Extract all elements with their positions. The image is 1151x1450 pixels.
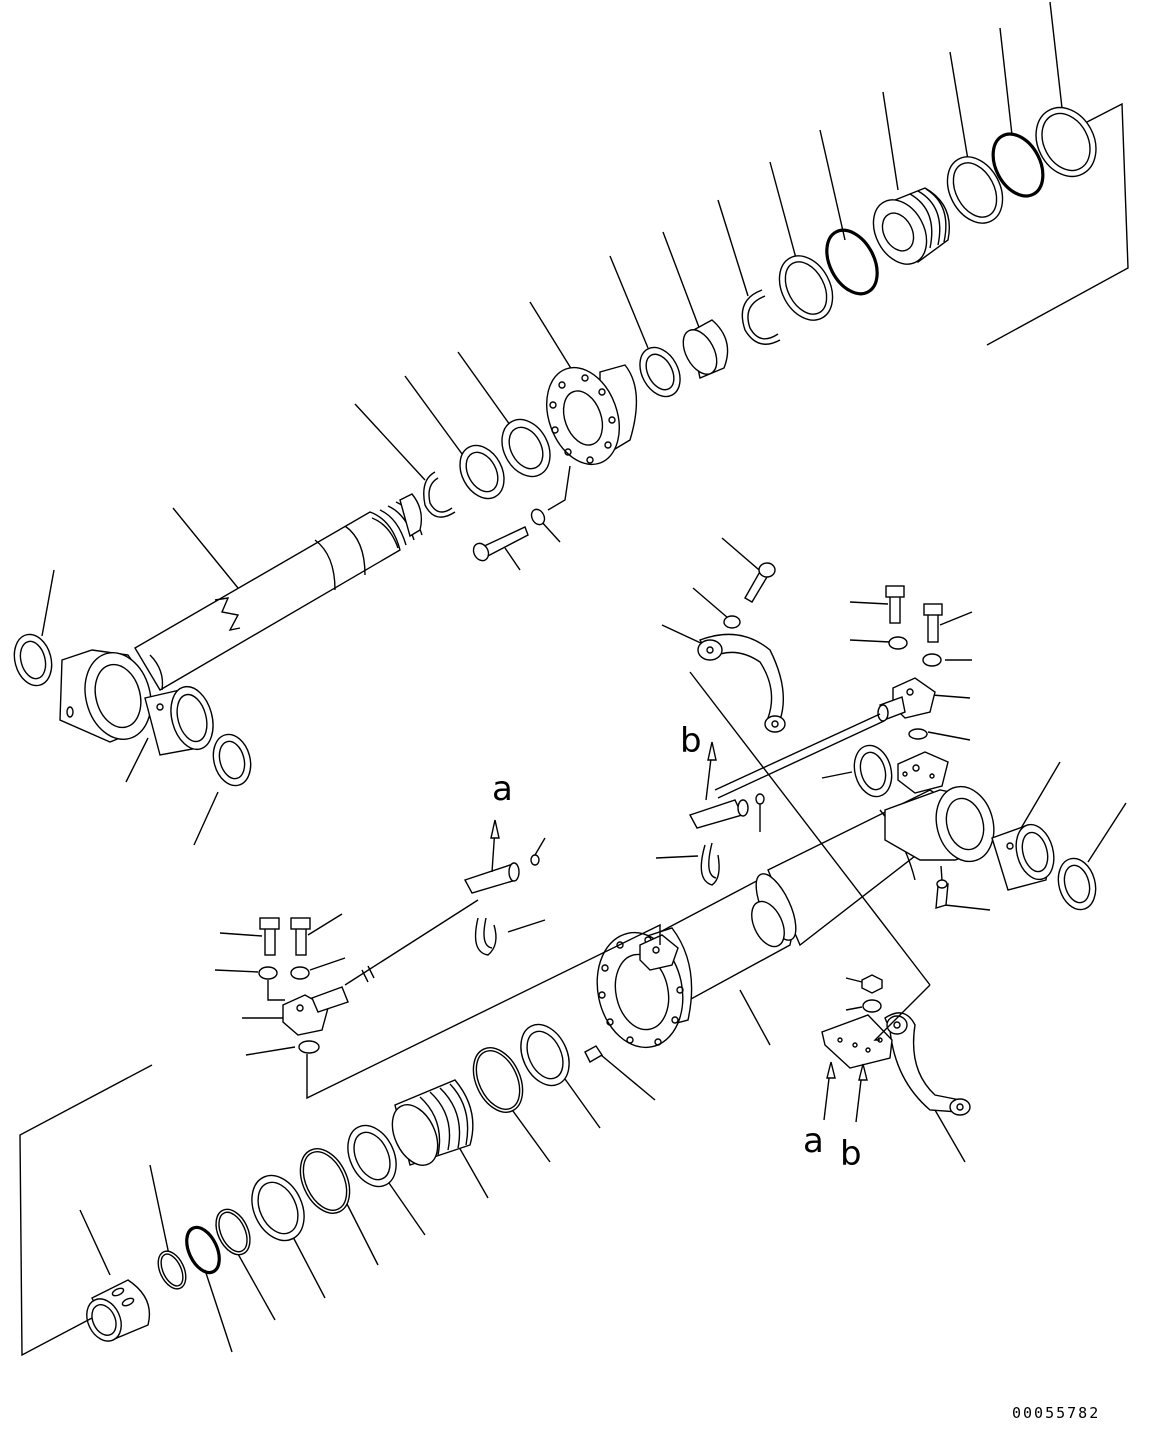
o-ring-flange-left — [298, 1040, 320, 1054]
piston-rod — [134, 493, 423, 691]
flange-block-left — [282, 986, 349, 1036]
clamp-lower — [884, 1012, 971, 1116]
cushion-collar — [86, 1279, 151, 1342]
grease-fitting — [935, 865, 949, 909]
group-bracket-upper — [986, 102, 1129, 346]
ring-seal-5 — [520, 1023, 570, 1087]
pipe-a-break — [361, 965, 375, 983]
fitting-b — [688, 793, 765, 829]
cylinder-bottom-eye — [884, 751, 995, 863]
elbow-a — [474, 917, 497, 956]
leader-lines-piping — [214, 537, 1127, 1056]
piston — [872, 187, 950, 265]
tube-flange — [596, 927, 693, 1049]
washers-flange-left — [258, 966, 310, 1001]
rod-seal — [459, 444, 505, 500]
bushing-upper — [682, 319, 729, 379]
washer-upper — [530, 508, 546, 526]
piston-lower — [391, 1079, 474, 1166]
o-ring-3 — [472, 1047, 524, 1113]
washers-flange-top — [888, 636, 942, 667]
bolt-clamp — [744, 562, 776, 603]
o-ring-1 — [991, 132, 1045, 198]
o-ring-5 — [185, 1225, 221, 1275]
leader-tube — [739, 989, 771, 1046]
snap-ring — [741, 289, 781, 345]
pipe-b-2 — [717, 720, 885, 799]
flange-block-top — [877, 677, 936, 722]
rod-eye — [59, 649, 152, 743]
clamp-upper — [697, 633, 786, 733]
ring-seal-2 — [946, 156, 1004, 224]
bolt-upper — [472, 526, 529, 562]
label-a-upper: a — [492, 769, 513, 809]
elbow-b — [700, 842, 720, 886]
label-b-upper: b — [680, 721, 702, 761]
dust-seal-right — [212, 733, 252, 787]
nut-bracket — [845, 974, 883, 1013]
ring-seal-6 — [347, 1124, 397, 1188]
support-bracket — [821, 1014, 893, 1069]
pipe-a — [344, 899, 479, 986]
arrow-a — [490, 819, 500, 873]
leader-lines-upper — [41, 1, 1063, 846]
bolts-flange-left — [259, 917, 311, 956]
dust-seal-tube-top — [853, 744, 893, 798]
bushing-bottom — [991, 823, 1055, 891]
group-line-clamp — [689, 671, 931, 986]
group-line-bracket — [873, 984, 931, 1041]
leader-lines-lower — [79, 1049, 656, 1353]
arrow-b — [705, 741, 717, 801]
cylinder-head — [546, 364, 638, 511]
arrows-bracket — [823, 1061, 868, 1123]
ring-thin-1 — [215, 1208, 251, 1256]
dust-seal-left — [13, 633, 53, 687]
ring-thin-2 — [157, 1250, 187, 1290]
ring-seal-4 — [639, 346, 681, 398]
fitting-a — [463, 854, 540, 894]
ring-seal-3 — [778, 255, 834, 321]
drawing-number: 00055782 — [1012, 1404, 1100, 1422]
o-ring-4 — [299, 1148, 351, 1214]
group-bracket-lower — [19, 1064, 153, 1357]
label-a-lower: a — [803, 1121, 824, 1161]
bushing-rod-eye — [144, 685, 214, 756]
label-b-lower: b — [840, 1134, 862, 1174]
group-line-flange — [306, 923, 661, 1100]
pipe-b — [714, 713, 881, 791]
bolts-flange-top — [885, 585, 943, 643]
ring-seal-1 — [1035, 106, 1097, 178]
stop-ring — [423, 471, 456, 518]
set-screw — [584, 1045, 603, 1063]
washer-clamp — [723, 615, 741, 629]
leader-clamp-lower — [934, 1109, 966, 1163]
o-ring-flange — [908, 728, 928, 740]
wiper-ring — [501, 418, 551, 478]
dust-seal-bottom — [1057, 857, 1097, 911]
ring-seal-7 — [251, 1174, 305, 1242]
o-ring-2 — [825, 228, 879, 296]
